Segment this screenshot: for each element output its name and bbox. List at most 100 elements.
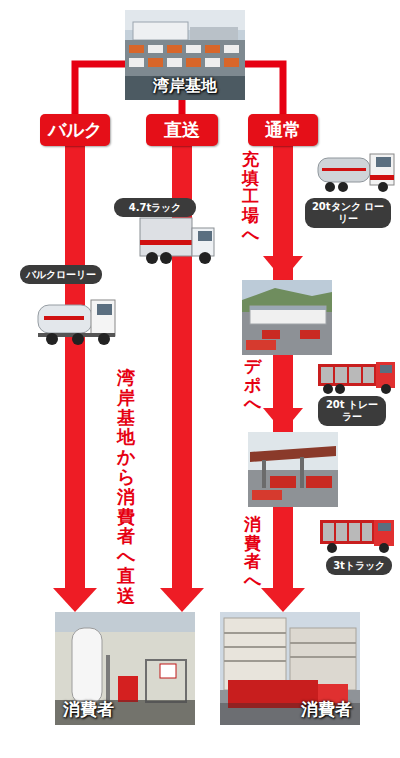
photo-building <box>190 27 238 40</box>
node-label: 通常 <box>265 118 301 142</box>
photo-truck <box>167 58 182 67</box>
truck-tank <box>318 158 370 182</box>
photo-pillar <box>300 457 304 488</box>
connector-line <box>179 100 186 114</box>
truck-cab <box>374 520 394 546</box>
photo-pipe <box>106 655 110 703</box>
arrow-head <box>263 408 303 432</box>
photo-roof <box>250 306 326 310</box>
vehicle-tag: 4.7tラック <box>114 198 196 217</box>
truck-window <box>198 231 212 241</box>
photo-pillar <box>262 460 266 488</box>
route-header: 通常 <box>248 114 318 146</box>
photo-truck <box>129 58 144 67</box>
connector-line <box>245 64 283 114</box>
photo-ground <box>248 470 338 507</box>
truck-wheel <box>338 182 348 192</box>
factory-photo <box>242 280 332 355</box>
photo-window-row <box>224 646 286 648</box>
flow-connector <box>75 64 125 114</box>
truck-cylinder <box>321 367 333 383</box>
photo-truck <box>148 58 163 67</box>
truck-stripe <box>44 316 84 320</box>
truck-window <box>97 304 112 315</box>
truck-stripe <box>370 175 394 180</box>
truck-picture <box>38 300 115 345</box>
photo-tank <box>72 628 102 704</box>
vehicle-tag: 20t トレーラー <box>318 396 386 426</box>
truck-tank <box>38 305 92 333</box>
vehicle-tag: バルクローリー <box>20 265 102 284</box>
node-label: 消費者 <box>301 698 352 721</box>
truck-cab <box>370 154 394 185</box>
node-label: 消費者 <box>63 698 114 721</box>
photo-truck <box>167 45 182 53</box>
truck-cylinder <box>363 367 374 383</box>
truck-wheel <box>335 384 345 394</box>
truck-cylinder <box>336 523 347 541</box>
node-label: バルクローリー <box>26 269 96 281</box>
connector-line <box>65 146 85 589</box>
node-label: 4.7tラック <box>129 202 182 214</box>
truck-window <box>380 365 392 373</box>
photo-truck <box>186 58 201 67</box>
photo-truck <box>205 58 220 67</box>
vehicle-tag: 20tタンク ローリー <box>305 198 391 228</box>
node-label: 20tタンク ローリー <box>311 201 385 225</box>
base-node: 湾岸基地 <box>125 10 245 100</box>
photo-sky <box>55 612 195 632</box>
route-note: 充填工場へ <box>242 150 259 243</box>
consumer-node: 消費者 <box>220 612 360 725</box>
truck-cylinder <box>335 367 347 383</box>
node-label: バルク <box>48 118 102 142</box>
photo-shade <box>125 76 245 100</box>
photo-fence <box>146 660 186 702</box>
truck-cylinder <box>349 523 360 541</box>
route-note: 湾岸基地から消費者へ直送 <box>117 368 135 606</box>
truck-picture <box>140 218 214 264</box>
truck-wheel <box>72 333 84 345</box>
truck-wheel <box>199 252 211 264</box>
photo-ground <box>125 40 245 100</box>
connector-line <box>273 146 293 589</box>
photo-truck <box>148 45 163 53</box>
consumer-node: 消費者 <box>55 612 195 725</box>
truck-window <box>378 523 391 531</box>
node-label: 20t トレーラー <box>324 399 380 423</box>
consumer-photo <box>220 612 360 725</box>
route-header: 直送 <box>146 114 218 146</box>
node-label: 湾岸基地 <box>153 76 217 97</box>
truck-stripe <box>322 168 366 171</box>
truck-wheel <box>146 252 158 264</box>
arrow-head <box>261 588 305 612</box>
base-photo <box>125 10 245 100</box>
truck-body <box>320 520 374 544</box>
photo-truck <box>224 45 239 53</box>
vehicle-tag: 3tトラック <box>326 556 392 575</box>
truck-cylinder <box>323 523 334 541</box>
photo-truck <box>224 58 239 67</box>
route-note: 消費者へ <box>244 515 261 590</box>
photo-box <box>118 676 138 702</box>
node-label: 直送 <box>164 118 200 142</box>
flow-connector <box>261 146 305 612</box>
truck-picture <box>318 154 394 192</box>
photo-canopy <box>250 446 336 462</box>
truck-wheel <box>381 384 391 394</box>
photo-window-row <box>290 642 356 644</box>
photo-window-row <box>224 632 286 634</box>
photo-truck <box>300 330 320 339</box>
truck-cab <box>192 228 214 256</box>
photo-wall <box>55 612 195 725</box>
photo-building <box>250 306 326 324</box>
flow-connector <box>245 64 283 114</box>
photo-sky <box>125 10 245 100</box>
node-label: 3tトラック <box>333 560 385 572</box>
truck-window <box>376 157 391 167</box>
route-note: デポへ <box>244 357 261 413</box>
photo-truck <box>186 45 201 53</box>
photo-truck <box>252 490 282 500</box>
truck-cab <box>91 300 115 336</box>
photo-building <box>133 22 188 40</box>
truck-wheel <box>327 543 337 553</box>
